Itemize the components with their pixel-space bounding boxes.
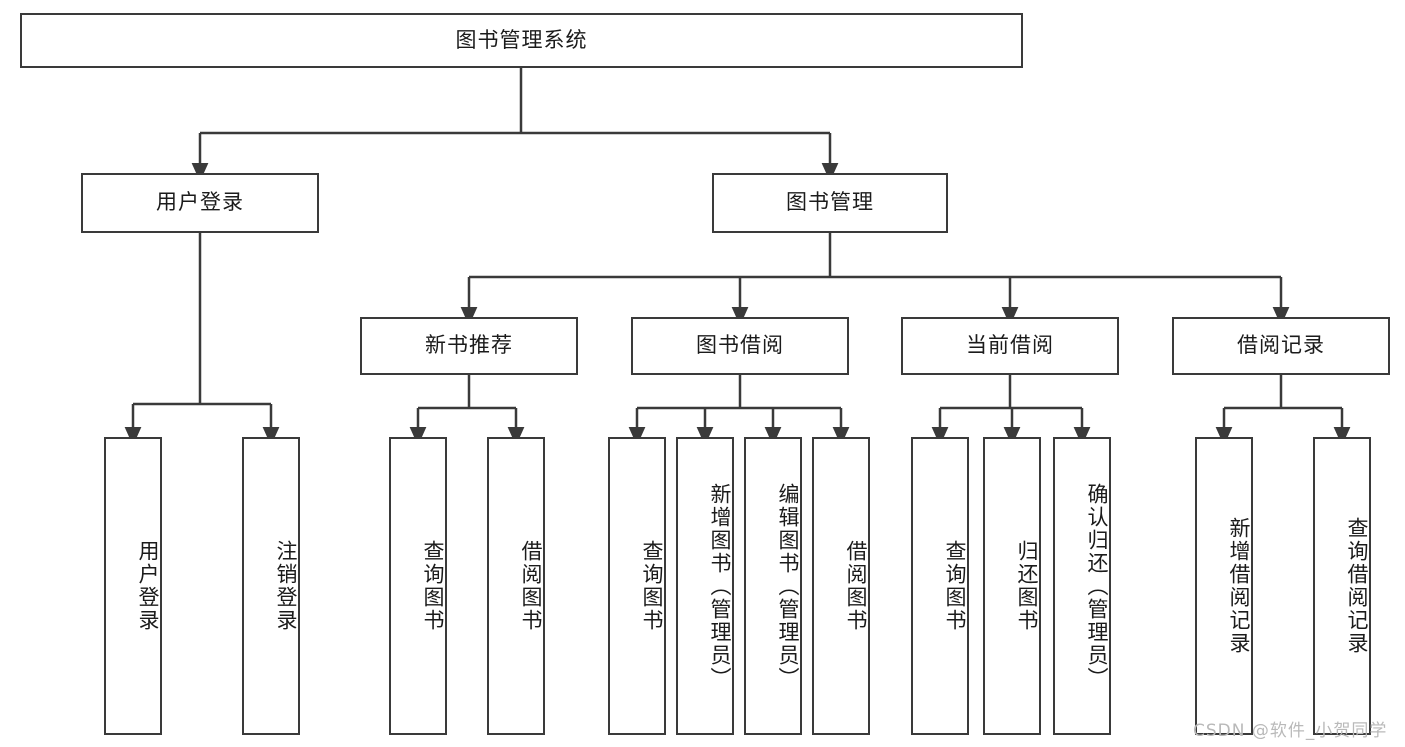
node-leaf-1[interactable]: 注销登录 xyxy=(242,437,300,735)
node-label: 确认归还（管理员） xyxy=(1085,482,1109,690)
node-leaf-11[interactable]: 新增借阅记录 xyxy=(1195,437,1253,735)
node-label: 用户登录 xyxy=(156,190,244,215)
node-label: 图书管理 xyxy=(786,190,874,215)
node-level2-1[interactable]: 图书管理 xyxy=(712,173,948,233)
node-label: 借阅图书 xyxy=(844,540,868,632)
node-leaf-4[interactable]: 查询图书 xyxy=(608,437,666,735)
node-label: 借阅图书 xyxy=(519,540,543,632)
node-leaf-9[interactable]: 归还图书 xyxy=(983,437,1041,735)
node-label: 查询图书 xyxy=(421,540,445,632)
node-level3-1[interactable]: 图书借阅 xyxy=(631,317,849,375)
node-root-title[interactable]: 图书管理系统 xyxy=(20,13,1023,68)
node-label: 查询图书 xyxy=(943,540,967,632)
node-label: 新书推荐 xyxy=(425,333,513,358)
node-level3-0[interactable]: 新书推荐 xyxy=(360,317,578,375)
node-label: 图书借阅 xyxy=(696,333,784,358)
node-label: 用户登录 xyxy=(136,540,160,632)
node-leaf-6[interactable]: 编辑图书（管理员） xyxy=(744,437,802,735)
node-level3-3[interactable]: 借阅记录 xyxy=(1172,317,1390,375)
node-label: 当前借阅 xyxy=(966,333,1054,358)
node-leaf-3[interactable]: 借阅图书 xyxy=(487,437,545,735)
node-label: 图书管理系统 xyxy=(455,27,588,52)
node-level2-0[interactable]: 用户登录 xyxy=(81,173,319,233)
node-leaf-7[interactable]: 借阅图书 xyxy=(812,437,870,735)
node-label: 编辑图书（管理员） xyxy=(776,482,800,690)
node-leaf-12[interactable]: 查询借阅记录 xyxy=(1313,437,1371,735)
node-level3-2[interactable]: 当前借阅 xyxy=(901,317,1119,375)
node-leaf-2[interactable]: 查询图书 xyxy=(389,437,447,735)
node-label: 新增图书（管理员） xyxy=(708,482,732,690)
csdn-watermark: CSDN @软件_小贺同学 xyxy=(1193,721,1388,741)
node-label: 注销登录 xyxy=(274,540,298,632)
node-leaf-0[interactable]: 用户登录 xyxy=(104,437,162,735)
node-leaf-5[interactable]: 新增图书（管理员） xyxy=(676,437,734,735)
node-label: 查询借阅记录 xyxy=(1345,517,1369,655)
node-label: 归还图书 xyxy=(1015,540,1039,632)
node-leaf-8[interactable]: 查询图书 xyxy=(911,437,969,735)
node-leaf-10[interactable]: 确认归还（管理员） xyxy=(1053,437,1111,735)
node-label: 查询图书 xyxy=(640,540,664,632)
node-label: 借阅记录 xyxy=(1237,333,1325,358)
node-label: 新增借阅记录 xyxy=(1227,517,1251,655)
